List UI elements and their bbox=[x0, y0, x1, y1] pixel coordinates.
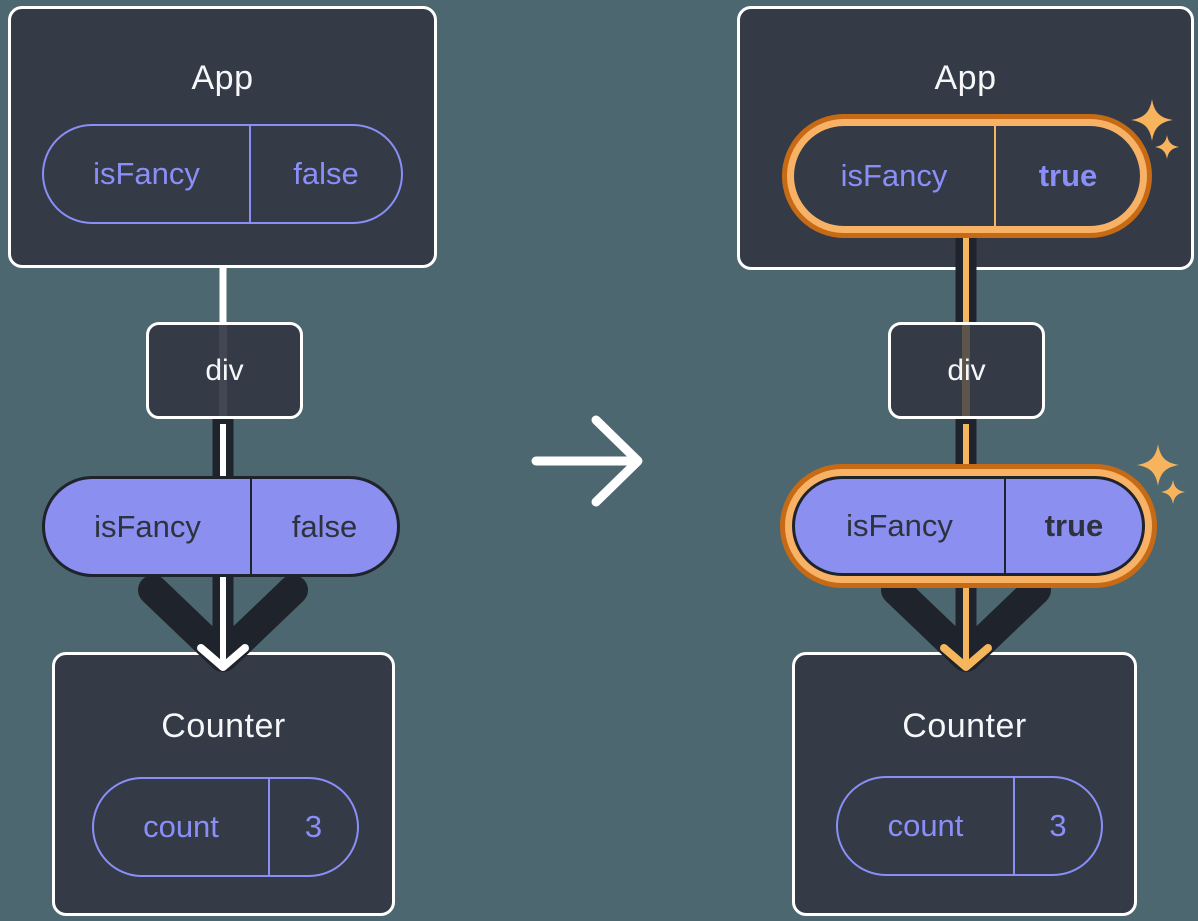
div-node-box-after bbox=[888, 322, 1045, 419]
div-node-label: div bbox=[947, 353, 986, 387]
state-name: isFancy bbox=[44, 126, 251, 222]
app-title: App bbox=[934, 59, 997, 97]
state-name: count bbox=[838, 778, 1015, 874]
state-pill-isfancy-before: isFancy false bbox=[42, 124, 403, 224]
state-name: count bbox=[94, 779, 270, 875]
prop-name: isFancy bbox=[45, 479, 252, 574]
counter-component-box-after: Counter count 3 bbox=[792, 652, 1137, 916]
state-value: false bbox=[293, 156, 359, 191]
counter-title: Counter bbox=[902, 707, 1027, 745]
div-node-label: div bbox=[205, 353, 244, 387]
state-name: isFancy bbox=[794, 126, 996, 226]
prop-pill-isfancy-before: isFancy false bbox=[42, 476, 400, 577]
down-arrow-icon bbox=[138, 575, 308, 672]
highlight-ring: isFancy true bbox=[782, 114, 1152, 238]
prop-pill-isfancy-after: isFancy true bbox=[792, 476, 1145, 576]
prop-value: true bbox=[1044, 508, 1104, 543]
state-pill-isfancy-after: isFancy true bbox=[794, 126, 1140, 226]
div-node-box-before bbox=[146, 322, 303, 419]
highlight-ring: isFancy true bbox=[780, 464, 1157, 588]
state-pill-count-before: count 3 bbox=[92, 777, 359, 877]
right-arrow-icon bbox=[531, 415, 643, 507]
down-arrow-icon bbox=[881, 575, 1051, 672]
counter-title: Counter bbox=[161, 707, 286, 745]
state-value: 3 bbox=[1049, 808, 1067, 843]
counter-component-box-before: Counter count 3 bbox=[52, 652, 395, 916]
prop-value: false bbox=[291, 508, 358, 544]
app-title: App bbox=[191, 59, 254, 97]
state-value: 3 bbox=[304, 809, 323, 844]
connector-after bbox=[881, 236, 1051, 672]
state-value: true bbox=[1038, 158, 1098, 193]
state-pill-count-after: count 3 bbox=[836, 776, 1103, 876]
prop-name: isFancy bbox=[795, 479, 1006, 573]
